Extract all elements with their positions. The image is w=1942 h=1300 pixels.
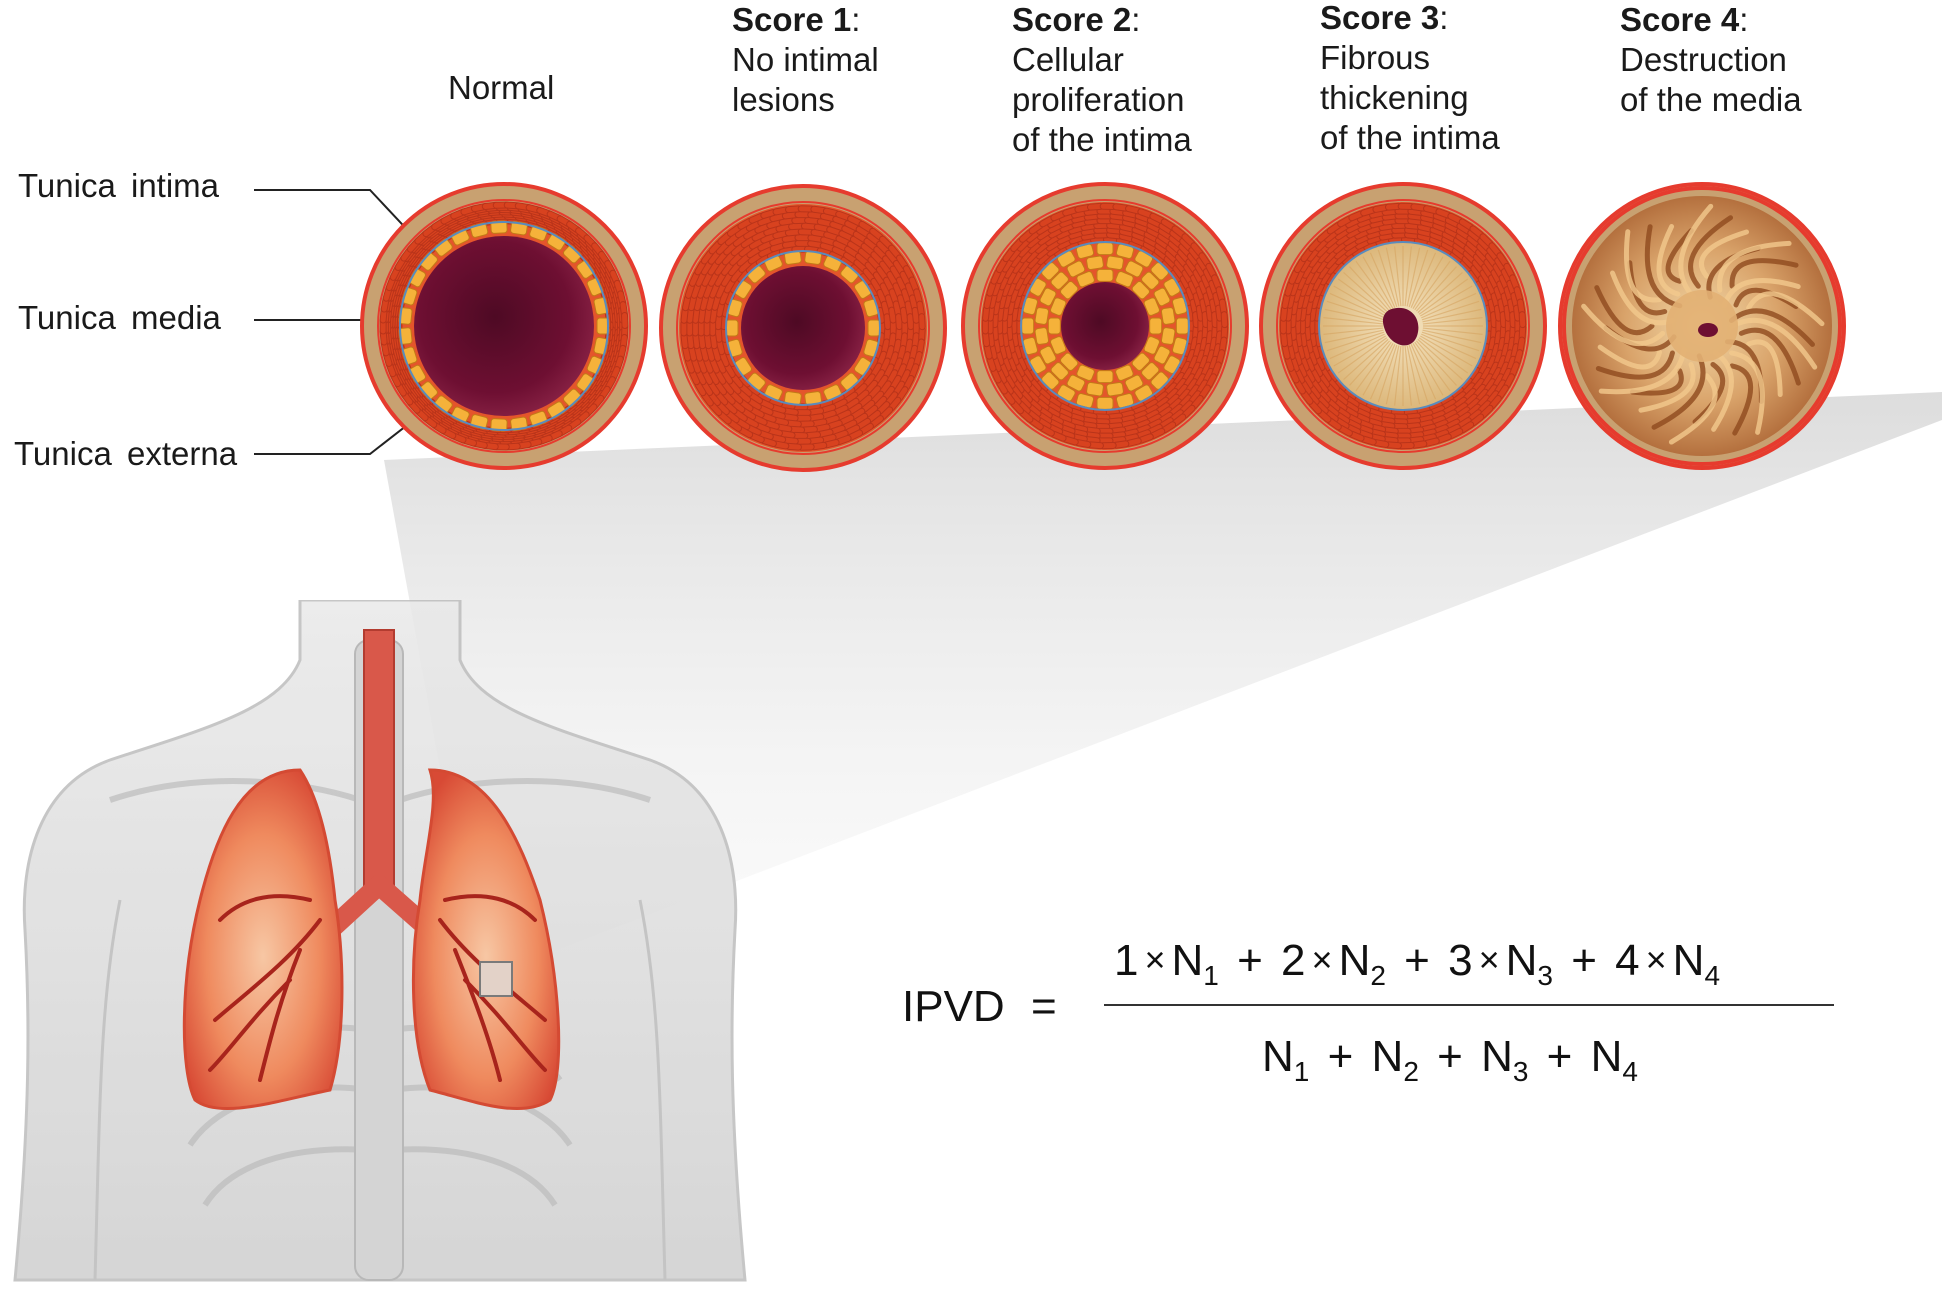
score-4-line-1: Destruction [1620, 41, 1787, 78]
vessel-score-3 [1259, 182, 1547, 470]
heading-normal: Normal [448, 69, 555, 106]
den-term-3: N3 [1481, 1032, 1529, 1087]
score-1-line-2: lesions [732, 81, 835, 118]
score-1-line-1: No intimal [732, 41, 879, 78]
label-tunica-media: Tunica media [18, 299, 221, 336]
num-term-2: 2×N2 [1281, 936, 1386, 991]
formula-denominator: N1 + N2 + N3 + N4 [1262, 1032, 1638, 1087]
heading-score-4: Score 4: Destruction of the media [1620, 1, 1802, 118]
vessel-normal [360, 182, 648, 470]
score-3-line-3: of the intima [1320, 119, 1500, 156]
heading-score-2: Score 2: Cellular proliferation of the i… [1012, 1, 1192, 158]
den-term-1: N1 [1262, 1032, 1310, 1087]
score-3-title: Score 3 [1320, 0, 1440, 36]
vessel-score-2 [961, 182, 1249, 470]
label-tunica-intima: Tunica intima [18, 167, 220, 204]
score-4-title: Score 4 [1620, 1, 1740, 38]
heading-score-3: Score 3: Fibrous thickening of the intim… [1320, 0, 1500, 156]
label-tunica-externa: Tunica externa [14, 435, 238, 472]
right-lung [182, 768, 344, 1111]
vessel-score-1 [659, 184, 947, 472]
fraction-bar [1104, 1004, 1834, 1006]
formula-lhs: IPVD = [902, 982, 1057, 1031]
score-2-line-3: of the intima [1012, 121, 1192, 158]
score-2-title: Score 2 [1012, 1, 1132, 38]
num-term-1: 1×N1 [1114, 936, 1219, 991]
score-2-line-2: proliferation [1012, 81, 1185, 118]
num-term-3: 3×N3 [1448, 936, 1553, 991]
den-term-2: N2 [1371, 1032, 1419, 1087]
vessel-panels [360, 182, 1846, 472]
score-4-line-2: of the media [1620, 81, 1802, 118]
score-1-title: Score 1 [732, 1, 852, 38]
vessel-score-4 [1558, 182, 1846, 470]
num-term-4: 4×N4 [1615, 936, 1721, 991]
sample-region-box [479, 961, 513, 997]
heading-score-1: Score 1: No intimal lesions [732, 1, 879, 118]
den-term-4: N4 [1590, 1032, 1638, 1087]
score-3-line-2: thickening [1320, 79, 1469, 116]
score-3-line-1: Fibrous [1320, 39, 1431, 76]
score-2-line-1: Cellular [1012, 41, 1124, 78]
torso-lungs-illustration [13, 600, 747, 1282]
formula-numerator: 1×N1 + 2×N2 + 3×N3 + 4×N4 [1114, 936, 1721, 991]
